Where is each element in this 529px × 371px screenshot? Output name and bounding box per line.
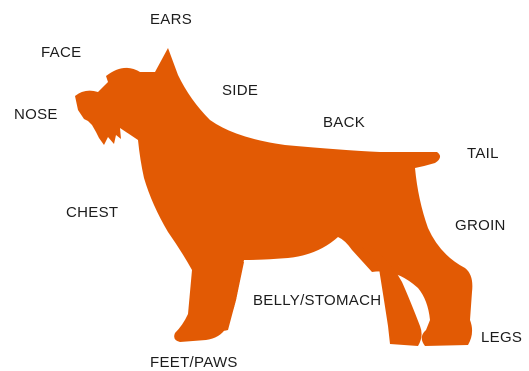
label-feet-paws: FEET/PAWS	[150, 355, 238, 370]
label-chest: CHEST	[66, 205, 118, 220]
label-tail: TAIL	[467, 146, 499, 161]
label-ears: EARS	[150, 12, 192, 27]
label-legs: LEGS	[481, 330, 522, 345]
label-nose: NOSE	[14, 107, 58, 122]
label-back: BACK	[323, 115, 365, 130]
label-belly-stomach: BELLY/STOMACH	[253, 293, 381, 308]
label-face: FACE	[41, 45, 81, 60]
label-side: SIDE	[222, 83, 258, 98]
label-groin: GROIN	[455, 218, 506, 233]
